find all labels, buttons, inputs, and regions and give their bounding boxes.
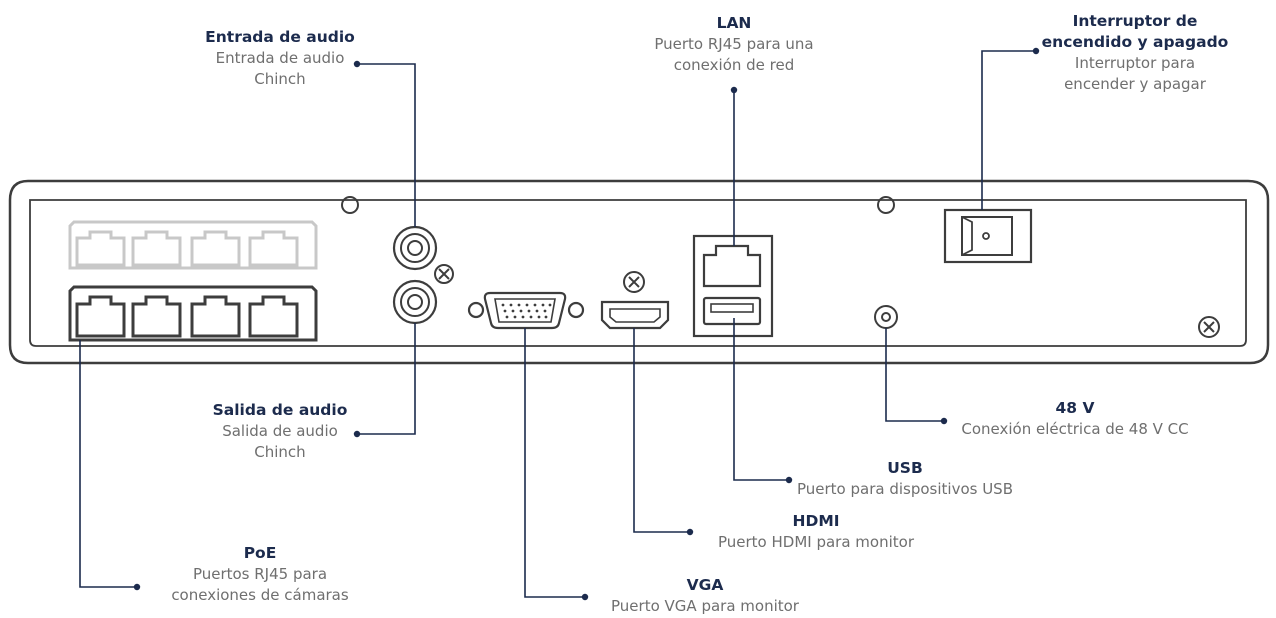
chassis-screw-right bbox=[1198, 316, 1220, 338]
audio-in-jack bbox=[392, 225, 438, 271]
label-power-switch-title2: encendido y apagado bbox=[1041, 33, 1229, 51]
label-audio-out: Salida de audio Salida de audio Chinch bbox=[130, 400, 430, 463]
label-48v-desc: Conexión eléctrica de 48 V CC bbox=[961, 420, 1189, 438]
label-power-switch-title1: Interruptor de bbox=[1072, 12, 1198, 30]
vga-port bbox=[467, 291, 585, 330]
usb-port bbox=[702, 296, 762, 326]
mount-hole-left bbox=[341, 196, 359, 214]
device-enclosure bbox=[8, 179, 1270, 365]
hdmi-port bbox=[600, 300, 670, 330]
label-power-switch: Interruptor de encendido y apagado Inter… bbox=[1000, 11, 1270, 95]
dc-power-jack bbox=[874, 305, 898, 329]
label-poe-title: PoE bbox=[243, 544, 277, 562]
label-vga-desc: Puerto VGA para monitor bbox=[611, 597, 799, 615]
hdmi-screw bbox=[623, 271, 645, 293]
label-lan-desc1: Puerto RJ45 para una bbox=[654, 35, 814, 53]
label-hdmi-title: HDMI bbox=[792, 512, 840, 530]
power-switch bbox=[943, 208, 1033, 264]
label-poe: PoE Puertos RJ45 para conexiones de cáma… bbox=[120, 543, 400, 606]
label-vga: VGA Puerto VGA para monitor bbox=[570, 575, 840, 617]
label-audio-in-desc1: Entrada de audio bbox=[215, 49, 345, 67]
label-usb-desc: Puerto para dispositivos USB bbox=[796, 480, 1013, 498]
label-48v-title: 48 V bbox=[1055, 399, 1095, 417]
label-audio-out-title: Salida de audio bbox=[212, 401, 348, 419]
label-usb: USB Puerto para dispositivos USB bbox=[770, 458, 1040, 500]
label-poe-desc1: Puertos RJ45 para bbox=[192, 565, 328, 583]
label-power-switch-desc1: Interruptor para bbox=[1074, 54, 1196, 72]
leader-lines bbox=[79, 50, 1036, 598]
label-lan-desc2: conexión de red bbox=[673, 56, 795, 74]
poe-ports-top-row bbox=[68, 220, 318, 270]
mount-hole-right bbox=[877, 196, 895, 214]
label-audio-in: Entrada de audio Entrada de audio Chinch bbox=[130, 27, 430, 90]
vga-pins bbox=[501, 303, 552, 319]
audio-out-jack bbox=[392, 279, 438, 325]
label-audio-in-desc2: Chinch bbox=[254, 70, 306, 88]
label-audio-out-desc2: Chinch bbox=[254, 443, 306, 461]
label-vga-title: VGA bbox=[686, 576, 724, 594]
label-power-switch-desc2: encender y apagar bbox=[1064, 75, 1206, 93]
label-lan: LAN Puerto RJ45 para una conexión de red bbox=[584, 13, 884, 76]
label-hdmi-desc: Puerto HDMI para monitor bbox=[717, 533, 914, 551]
lan-port bbox=[702, 244, 762, 288]
label-audio-out-desc1: Salida de audio bbox=[222, 422, 338, 440]
label-usb-title: USB bbox=[887, 459, 923, 477]
audio-screw bbox=[434, 264, 454, 284]
label-poe-desc2: conexiones de cámaras bbox=[171, 586, 349, 604]
lan-usb-housing bbox=[692, 234, 774, 338]
label-48v: 48 V Conexión eléctrica de 48 V CC bbox=[920, 398, 1230, 440]
poe-ports-bottom-row bbox=[68, 285, 318, 342]
label-lan-title: LAN bbox=[716, 14, 752, 32]
label-hdmi: HDMI Puerto HDMI para monitor bbox=[676, 511, 956, 553]
label-audio-in-title: Entrada de audio bbox=[205, 28, 355, 46]
leader-dots bbox=[133, 47, 1040, 601]
